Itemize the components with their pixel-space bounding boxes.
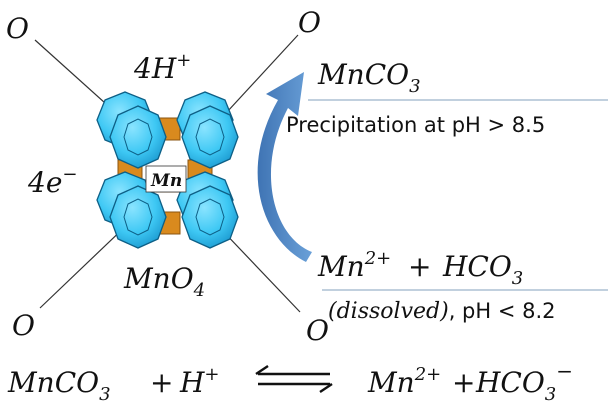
bond-bottom-right (219, 227, 301, 313)
electron-label: 4e− (27, 164, 77, 199)
hydrogen-label: 4H+ (133, 50, 191, 85)
facet-front-tr (195, 118, 225, 156)
polyhedron-front-tl (109, 105, 167, 169)
front-polyhedra (109, 105, 239, 249)
oxide-label: MnO4 (123, 262, 205, 301)
oxygen-top-right: O (298, 6, 321, 39)
dissolved-condition: (dissolved), pH < 8.2 (328, 299, 556, 324)
eq-bicarb: HCO3− (475, 359, 573, 405)
curved-arrow (257, 72, 312, 262)
eq-arrow-bottom-head (319, 383, 333, 393)
mn-cluster: Mn (96, 91, 239, 249)
eq-right-mn-ion: Mn2+ (367, 364, 441, 399)
eq-plus-2: + (452, 366, 475, 399)
mn-center-box (145, 165, 187, 193)
oxygen-bottom-right: O (306, 314, 329, 347)
mn-center-label: Mn (150, 171, 182, 191)
oxygen-top-left: O (6, 12, 29, 45)
mnco3-formula: MnCO3 (317, 58, 421, 97)
polyhedron-front-br (181, 185, 239, 249)
oxygen-bottom-left: O (12, 309, 35, 342)
dissolved-plus: + (408, 250, 431, 283)
eq-h-plus: H+ (179, 364, 220, 399)
equilibrium-arrows (255, 365, 333, 393)
facet-front-br (195, 198, 225, 236)
bond-bottom-left (39, 221, 131, 309)
eq-left-mnco3: MnCO3 (7, 366, 111, 405)
mn-ion: Mn2+ (317, 248, 391, 283)
facet-front-bl (123, 198, 153, 236)
polyhedron-front-bl (109, 185, 167, 249)
polyhedron-front-tr (181, 105, 239, 169)
precipitation-note: Precipitation at pH > 8.5 (286, 113, 545, 137)
eq-plus-1: + (150, 366, 173, 399)
facet-front-tl (123, 118, 153, 156)
bicarb-formula: HCO3 (442, 250, 523, 289)
eq-arrow-top-head (255, 365, 269, 375)
